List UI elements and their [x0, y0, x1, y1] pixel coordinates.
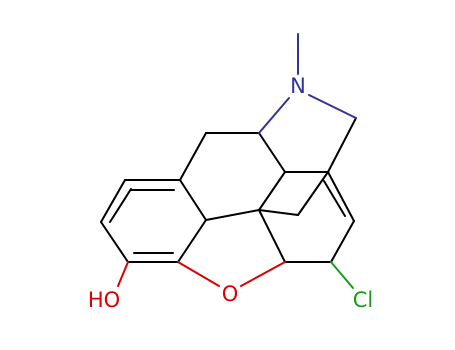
bond — [205, 209, 260, 221]
bond — [330, 261, 354, 289]
bond — [177, 219, 207, 263]
oxygen-bonds — [117, 261, 286, 287]
aromatic-double-bond — [109, 188, 132, 223]
bond — [240, 261, 286, 287]
bond — [297, 171, 329, 216]
bond — [327, 117, 357, 173]
hydroxyl-label: HO — [88, 288, 120, 312]
bond — [258, 132, 286, 173]
nitrogen-atom-label: N — [290, 74, 306, 98]
bond — [177, 261, 220, 287]
bond — [117, 261, 129, 287]
bond — [327, 171, 355, 222]
bond — [179, 179, 207, 221]
bond — [100, 221, 129, 263]
chlorine-bonds — [330, 261, 354, 289]
bond — [258, 209, 286, 263]
chlorine-atom-label: Cl — [353, 288, 374, 312]
double-bond-inner — [323, 180, 346, 217]
bond — [258, 171, 286, 211]
nitrogen-bonds — [258, 33, 357, 134]
oxygen-atom-label: O — [222, 282, 239, 306]
bond — [179, 132, 207, 181]
bond — [330, 220, 355, 263]
carbon-bonds — [100, 117, 357, 263]
bond — [100, 179, 126, 223]
bond — [308, 94, 357, 119]
bond — [258, 209, 299, 216]
bond — [258, 97, 290, 134]
